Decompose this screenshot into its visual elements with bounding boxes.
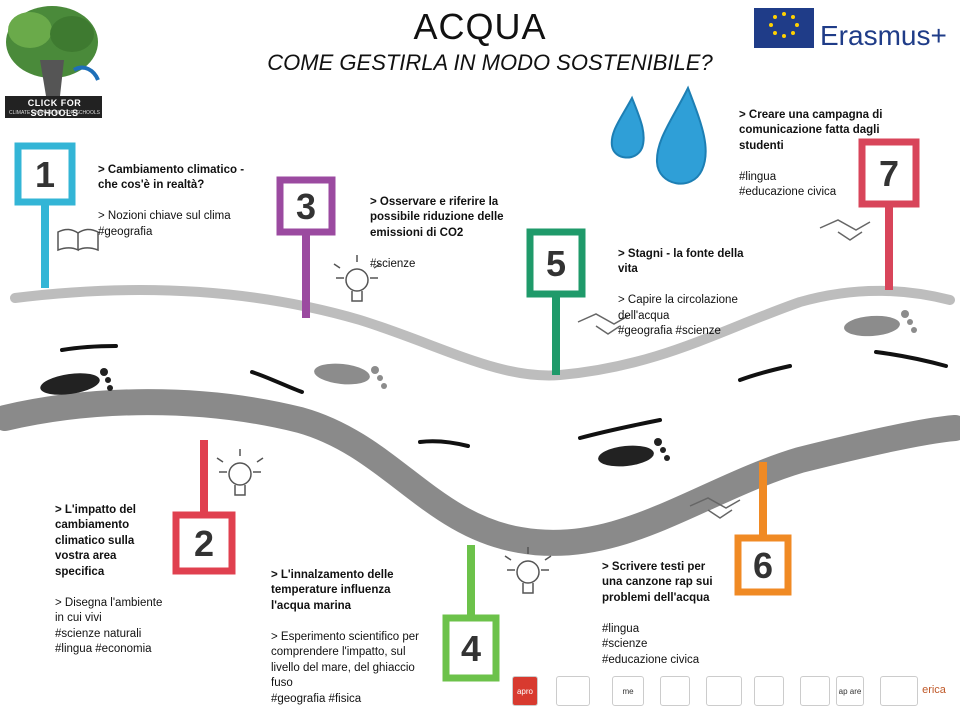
partner-logo (660, 676, 690, 706)
signpost-number: 5 (546, 243, 566, 284)
book-icon (57, 228, 99, 252)
step-7-text: > Creare una campagna di comunicazione f… (739, 92, 889, 216)
page-subtitle: COME GESTIRLA IN MODO SOSTENIBILE? (267, 50, 713, 75)
footprint-icon (598, 438, 670, 467)
road-dashes (60, 344, 948, 448)
signpost-number: 7 (879, 153, 899, 194)
signpost-pole (302, 232, 310, 318)
signpost-number: 2 (194, 523, 214, 564)
step-2-text: > L'impatto del cambiamento climatico su… (55, 487, 165, 673)
upper-road (10, 285, 955, 381)
handshake-icon (689, 497, 741, 519)
handshake-icon (577, 313, 629, 335)
signpost-board (172, 511, 236, 575)
click-for-schools-label: CLICK FOR SCHOOLS (27, 98, 82, 118)
signpost-pole (41, 202, 49, 288)
signpost-pole (885, 204, 893, 290)
signpost-number: 4 (461, 628, 481, 669)
lightbulb-icon (504, 547, 552, 594)
signpost-board (442, 614, 500, 682)
step-4-details: > Esperimento scientifico per comprender… (271, 630, 419, 705)
signpost-4: 4 (442, 545, 500, 682)
step-4-text: > L'innalzamento delle temperature influ… (271, 552, 421, 723)
lightbulb-icon (216, 449, 264, 496)
signpost-6: 6 (734, 462, 792, 596)
footprint-icon (844, 310, 917, 337)
handshake-icon (819, 219, 871, 241)
signpost-number: 3 (296, 186, 316, 227)
partner-logo: ap are (836, 676, 864, 706)
signpost-7: 7 (858, 138, 920, 290)
partner-logo (556, 676, 590, 706)
water-drop-small-icon (610, 95, 645, 159)
click-for-schools-logo (5, 6, 102, 118)
signpost-pole (200, 440, 208, 515)
step-3-text: > Osservare e riferire la possibile ridu… (370, 179, 510, 288)
signpost-1: 1 (14, 142, 76, 288)
step-5-title: > Stagni - la fonte della vita (618, 247, 744, 276)
step-1-text: > Cambiamento climatico - che cos'è in r… (98, 147, 248, 256)
signpost-board (734, 534, 792, 596)
step-5-details: > Capire la circolazione dell'acqua #geo… (618, 294, 738, 337)
step-6-details: #lingua #scienze #educazione civica (602, 622, 700, 666)
signpost-board (14, 142, 76, 206)
step-1-details: > Nozioni chiave sul clima #geografia (98, 210, 231, 238)
partner-logo (800, 676, 830, 706)
footprint-icon (314, 363, 387, 389)
signpost-3: 3 (276, 176, 336, 318)
signpost-5: 5 (526, 228, 586, 375)
footprint-icon (40, 368, 113, 395)
step-3-title: > Osservare e riferire la possibile ridu… (370, 195, 504, 239)
step-2-title: > L'impatto del cambiamento climatico su… (55, 503, 137, 578)
signpost-pole (552, 294, 560, 375)
step-4-title: > L'innalzamento delle temperature influ… (271, 568, 394, 612)
signpost-board (858, 138, 920, 208)
partner-logo: me (612, 676, 644, 706)
step-7-details: #lingua #educazione civica (739, 170, 837, 199)
partner-logo (706, 676, 742, 706)
step-6-text: > Scrivere testi per una canzone rap sui… (602, 544, 722, 684)
step-1-title: > Cambiamento climatico - che cos'è in r… (98, 163, 245, 192)
lightbulb-icon (333, 255, 381, 302)
erasmus-logo: Erasmus+ (820, 20, 947, 51)
signpost-board (276, 176, 336, 236)
click-for-schools-tagline: CLIMATE CHANGE KIT FOR SCHOOLS (9, 110, 100, 116)
step-5-text: > Stagni - la fonte della vita > Capire … (618, 231, 758, 355)
lower-road (0, 389, 960, 556)
signpost-pole (759, 462, 767, 538)
step-2-details: > Disegna l'ambiente in cui vivi #scienz… (55, 596, 163, 656)
signpost-2: 2 (172, 440, 236, 575)
water-drop-large-icon (655, 85, 707, 185)
step-6-title: > Scrivere testi per una canzone rap sui… (602, 560, 713, 604)
signpost-board (526, 228, 586, 298)
partner-logo (880, 676, 918, 706)
signpost-number: 1 (35, 154, 55, 195)
signpost-number: 6 (753, 545, 773, 586)
eu-flag-icon (754, 8, 814, 48)
step-3-details: #scienze (370, 257, 416, 270)
step-7-title: > Creare una campagna di comunicazione f… (739, 108, 883, 152)
partner-logo: erica (922, 684, 946, 696)
signpost-pole (467, 545, 475, 618)
partner-logo (754, 676, 784, 706)
page-title: ACQUA (413, 6, 547, 47)
partner-logo: apro (512, 676, 538, 706)
